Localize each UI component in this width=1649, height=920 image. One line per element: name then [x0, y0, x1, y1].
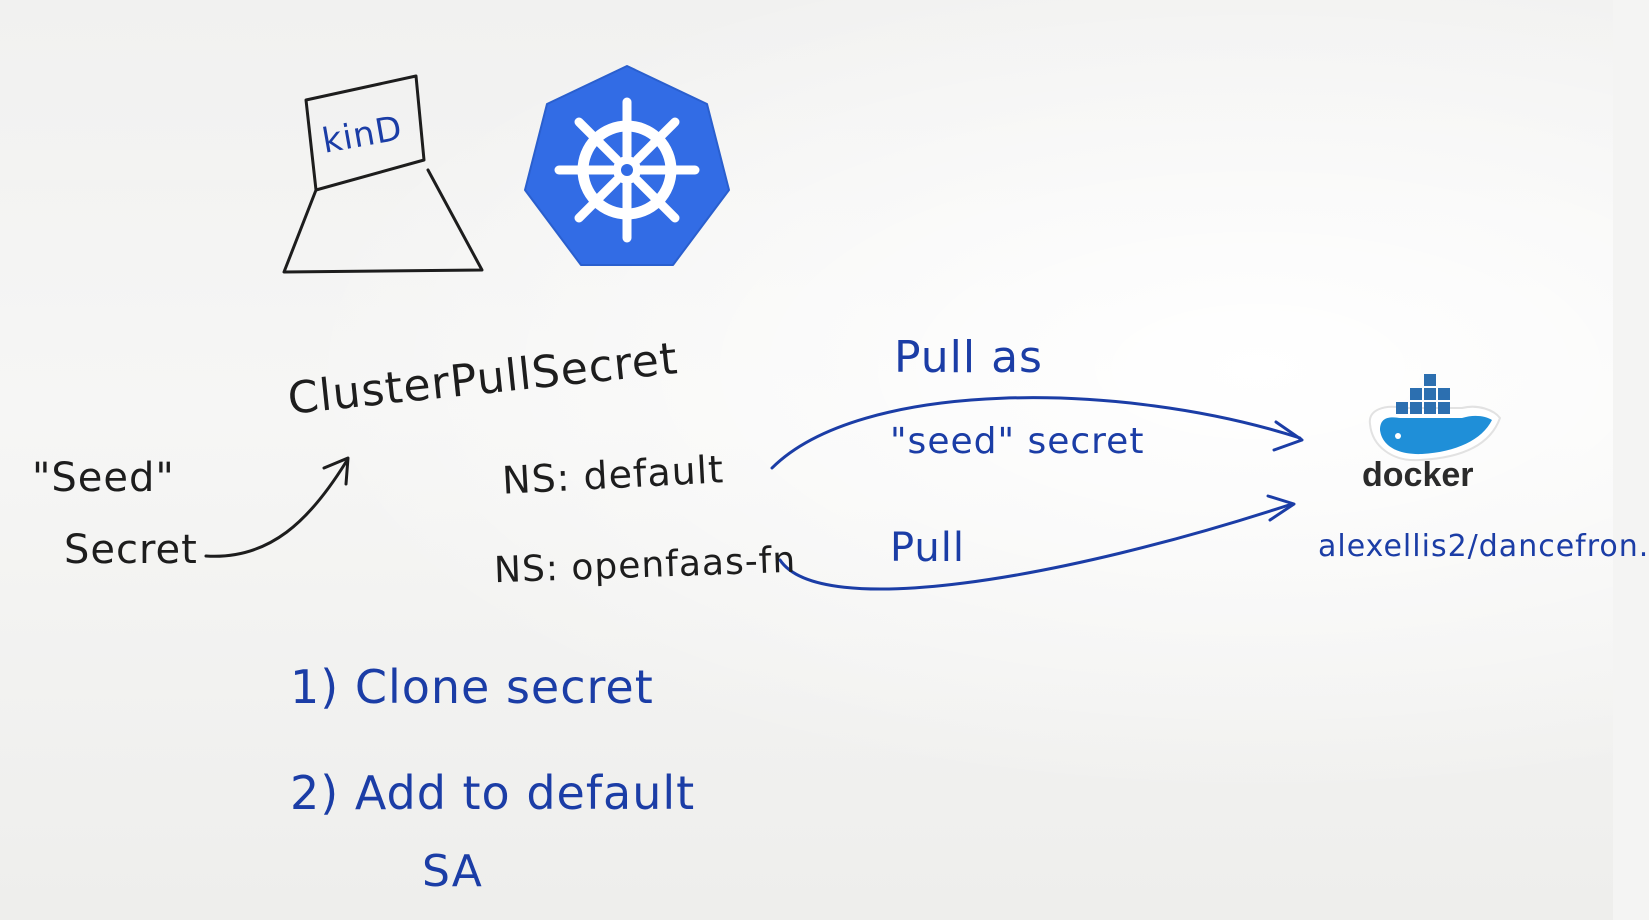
pull-arrow — [778, 494, 1296, 591]
pull-as-label: Pull as — [894, 332, 1043, 383]
seed-to-clusterpullsecret-arrow — [204, 456, 350, 558]
drawing-layer — [204, 65, 1502, 591]
step-sa: SA — [422, 846, 483, 897]
step-clone-secret: 1) Clone secret — [290, 660, 654, 714]
docker-logo-text: docker — [1362, 456, 1474, 494]
seed-label: "Seed" — [32, 455, 175, 501]
kubernetes-icon — [524, 65, 730, 266]
step-add-to-default: 2) Add to default — [290, 766, 696, 820]
ns-openfaas-label: NS: openfaas-fn — [493, 539, 797, 592]
pull-as-arrow — [770, 396, 1304, 470]
pull-label: Pull — [890, 525, 965, 571]
docker-whale-icon — [1368, 374, 1502, 462]
seed-secret-label: "seed" secret — [890, 421, 1145, 462]
kind-laptop-sketch — [282, 74, 484, 274]
ns-default-label: NS: default — [501, 447, 726, 503]
secret-label: Secret — [64, 527, 198, 573]
registry-image-label: alexellis2/dancefron. — [1318, 529, 1649, 564]
